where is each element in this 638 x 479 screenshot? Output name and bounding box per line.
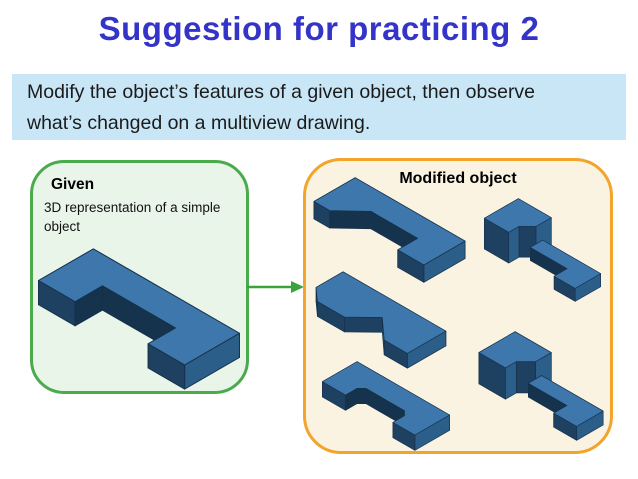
- modified-object-3-iso-drawing: [306, 270, 456, 370]
- modified-object-2-iso-drawing: [476, 197, 609, 303]
- given-object-iso-drawing: [36, 246, 242, 392]
- instruction-banner: Modify the object’s features of a given …: [12, 74, 626, 140]
- right-arrow-icon: [247, 279, 305, 295]
- modified-object-5-iso-drawing: [472, 330, 610, 442]
- instruction-line-2: what’s changed on a multiview drawing.: [27, 112, 371, 134]
- modified-panel-heading: Modified object: [399, 170, 517, 187]
- modified-object-4-iso-drawing: [315, 360, 457, 452]
- instruction-line-1: Modify the object’s features of a given …: [27, 81, 536, 103]
- modified-object-1-iso-drawing: [312, 170, 467, 290]
- given-panel-heading: Given: [51, 176, 95, 193]
- given-panel-description: 3D representation of a simple object: [44, 200, 221, 234]
- slide-title: Suggestion for practicing 2: [98, 10, 540, 47]
